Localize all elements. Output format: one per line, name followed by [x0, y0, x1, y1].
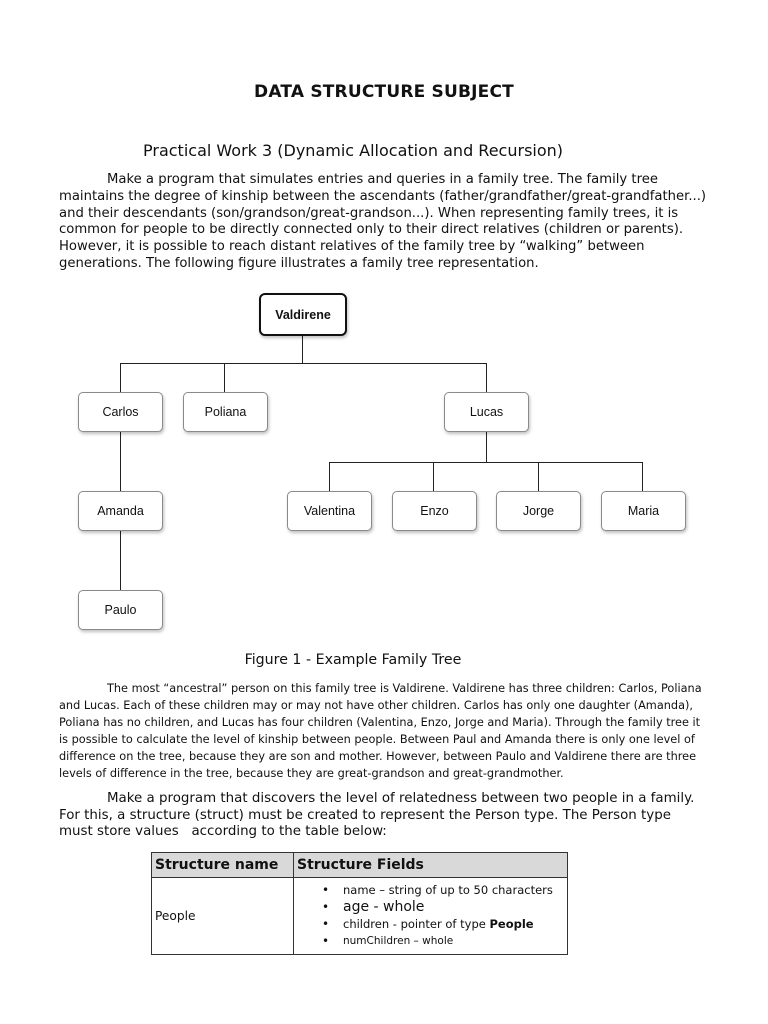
- family-tree-figure: Valdirene Carlos Poliana Lucas Amanda Pa…: [0, 280, 768, 640]
- tree-node-amanda: Amanda: [78, 491, 163, 531]
- tree-node-paulo: Paulo: [78, 590, 163, 630]
- connector-line: [486, 363, 487, 392]
- connector-line: [302, 334, 303, 363]
- connector-line: [224, 363, 225, 392]
- table-cell-structure-fields: name – string of up to 50 characters age…: [293, 877, 568, 955]
- connector-line: [433, 462, 434, 491]
- connector-line: [642, 462, 643, 491]
- connector-line: [329, 462, 330, 491]
- table-header-row: Structure name Structure Fields: [151, 852, 568, 878]
- connector-line: [120, 432, 121, 491]
- explanation-paragraph: The most “ancestral” person on this fami…: [59, 681, 707, 782]
- connector-line: [120, 363, 487, 364]
- connector-line: [329, 462, 643, 463]
- field-item: children - pointer of type People: [322, 916, 567, 933]
- connector-line: [538, 462, 539, 491]
- task-paragraph-text: Make a program that discovers the level …: [59, 791, 699, 840]
- intro-paragraph-text: Make a program that simulates entries an…: [59, 172, 707, 271]
- table-header-structure-fields: Structure Fields: [293, 852, 568, 878]
- document-title: DATA STRUCTURE SUBJECT: [254, 82, 514, 102]
- fields-list: name – string of up to 50 characters age…: [294, 882, 567, 950]
- structure-table: Structure name Structure Fields People n…: [151, 852, 568, 955]
- tree-node-poliana: Poliana: [183, 392, 268, 432]
- tree-node-jorge: Jorge: [496, 491, 581, 531]
- tree-node-enzo: Enzo: [392, 491, 477, 531]
- connector-line: [486, 432, 487, 462]
- field-item: name – string of up to 50 characters: [322, 882, 567, 899]
- intro-paragraph: Make a program that simulates entries an…: [59, 172, 707, 273]
- table-header-structure-name: Structure name: [151, 852, 294, 878]
- connector-line: [120, 363, 121, 392]
- table-cell-structure-name: People: [151, 877, 294, 955]
- field-item-text: children - pointer of type: [343, 917, 490, 931]
- task-paragraph: Make a program that discovers the level …: [59, 791, 707, 841]
- field-item-type: People: [489, 917, 534, 931]
- tree-node-carlos: Carlos: [78, 392, 163, 432]
- tree-node-lucas: Lucas: [444, 392, 529, 432]
- tree-node-maria: Maria: [601, 491, 686, 531]
- connector-line: [120, 531, 121, 590]
- explanation-paragraph-text: The most “ancestral” person on this fami…: [59, 682, 702, 780]
- field-item: numChildren – whole: [322, 933, 567, 950]
- tree-node-valentina: Valentina: [287, 491, 372, 531]
- figure-caption: Figure 1 - Example Family Tree: [244, 652, 462, 668]
- field-item: age - whole: [322, 899, 567, 916]
- document-subtitle: Practical Work 3 (Dynamic Allocation and…: [143, 141, 564, 160]
- table-row: People name – string of up to 50 charact…: [151, 877, 568, 955]
- tree-node-root: Valdirene: [259, 293, 347, 336]
